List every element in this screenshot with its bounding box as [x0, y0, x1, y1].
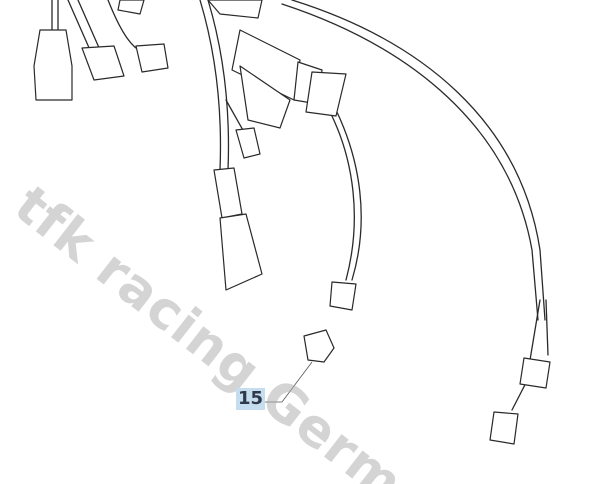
callout-label-15: 15	[236, 388, 266, 410]
connector-left-small	[135, 43, 169, 73]
connector-right-upper	[519, 357, 551, 389]
small-plug-cap	[303, 329, 335, 363]
connector-middle	[329, 281, 357, 311]
connector-small-mid	[235, 127, 261, 159]
connector-left-clip	[81, 45, 125, 81]
connector-left-large	[33, 29, 73, 101]
connector-right-lower	[489, 411, 519, 445]
connector-boot-long	[213, 167, 263, 291]
connector-cluster-top	[117, 0, 347, 129]
leader-line	[264, 361, 313, 403]
